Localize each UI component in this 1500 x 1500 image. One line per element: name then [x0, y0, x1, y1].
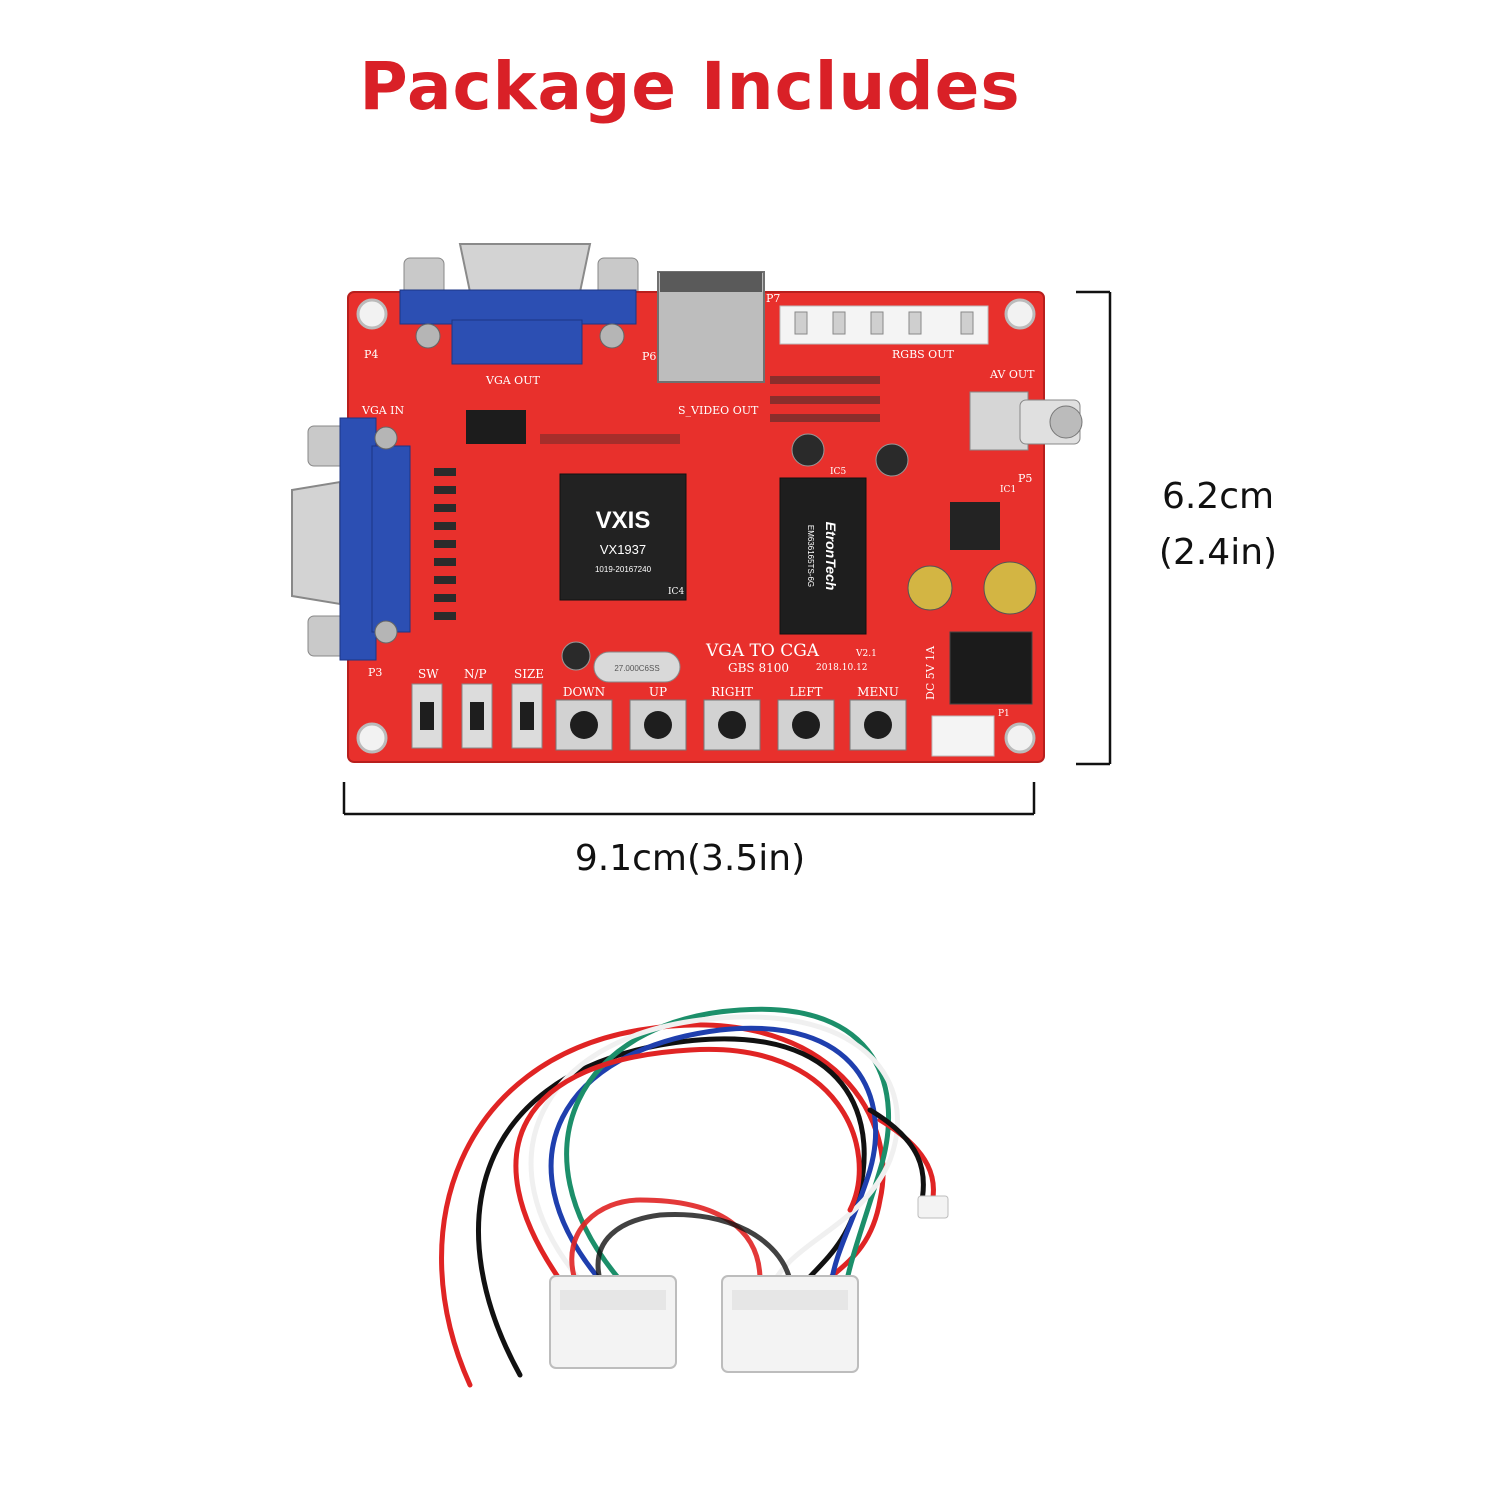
mount-hole: [356, 722, 388, 754]
label-switch-np: N/P: [464, 667, 487, 681]
chip-model: VX1937: [600, 542, 646, 557]
height-label-in: (2.4in): [1158, 532, 1278, 573]
pcb-board: P4 VGA OUT P6 S_VIDEO OUT P7 RGBS OUT AV…: [291, 243, 1083, 763]
smd-components: [434, 376, 880, 620]
memory-code: EM636165TS-6G: [806, 525, 815, 587]
cable-connector-small: [917, 1195, 949, 1219]
label-button-down: DOWN: [563, 685, 605, 699]
label-button-left: LEFT: [789, 685, 822, 699]
height-dimension-line: [1076, 290, 1112, 766]
capacitor-large: [983, 561, 1037, 615]
main-chip: [559, 473, 687, 601]
label-switch-size: SIZE: [514, 667, 544, 681]
label-ic4: IC4: [668, 587, 684, 597]
mount-hole: [1004, 298, 1036, 330]
chip-code: 1019-20167240: [595, 565, 652, 574]
small-ic: [466, 410, 526, 444]
width-label: 9.1cm(3.5in): [574, 838, 806, 879]
cable-connector-left: [549, 1275, 677, 1369]
capacitor: [875, 443, 909, 477]
slide-switches: SW N/P SIZE: [411, 667, 544, 749]
memory-brand: EtronTech: [823, 522, 839, 591]
board-name: VGA TO CGA: [705, 641, 820, 661]
label-p7: P7: [766, 292, 780, 305]
cable-harness: [439, 1006, 936, 1388]
switch-sw: [411, 683, 443, 749]
mount-hole: [1004, 722, 1036, 754]
rgbs-header: [779, 305, 989, 345]
vga-in-shell: [291, 480, 341, 606]
label-switch-sw: SW: [418, 667, 439, 681]
vga-out-body: [451, 319, 583, 365]
board-version: V2.1: [855, 649, 877, 659]
crystal: [593, 651, 681, 683]
board-date: 2018.10.12: [816, 663, 868, 673]
vga-out-shell: [458, 243, 592, 293]
crystal-label: 27.000C6SS: [614, 664, 659, 673]
dc-jack: [949, 631, 1033, 705]
capacitor: [561, 641, 591, 671]
capacitor-large: [907, 565, 953, 611]
regulator: [950, 502, 1000, 550]
width-dimension-line: [342, 782, 1036, 816]
switch-np: [461, 683, 493, 749]
label-s-video: S_VIDEO OUT: [678, 404, 759, 417]
label-dc: DC 5V 1A: [924, 645, 937, 700]
label-rgbs: RGBS OUT: [892, 348, 954, 361]
label-button-menu: MENU: [857, 685, 899, 699]
capacitor: [791, 433, 825, 467]
page-title: Package Includes: [359, 48, 1021, 125]
label-button-right: RIGHT: [711, 685, 753, 699]
label-ic1: IC1: [1000, 485, 1016, 495]
vga-in-blue: [339, 417, 377, 661]
label-p6: P6: [642, 350, 656, 363]
label-vga-out: VGA OUT: [485, 374, 540, 387]
chip-brand: VXIS: [596, 507, 651, 534]
label-p1: P1: [998, 709, 1010, 719]
vga-out-blue: [399, 289, 637, 325]
height-label-cm: 6.2cm: [1161, 476, 1275, 517]
memory-chip: [779, 477, 867, 635]
label-p5: P5: [1018, 472, 1032, 485]
label-button-up: UP: [649, 685, 667, 699]
p1-connector: [931, 715, 995, 757]
label-p3: P3: [368, 666, 382, 679]
mount-hole: [356, 298, 388, 330]
rca-body: [969, 391, 1029, 451]
push-buttons: DOWN UP RIGHT LEFT MENU: [555, 685, 907, 751]
label-ic5: IC5: [830, 467, 846, 477]
label-vga-in: VGA IN: [361, 404, 405, 417]
board-model: GBS 8100: [728, 661, 789, 675]
label-p4: P4: [364, 348, 378, 361]
label-av-out: AV OUT: [989, 368, 1035, 381]
